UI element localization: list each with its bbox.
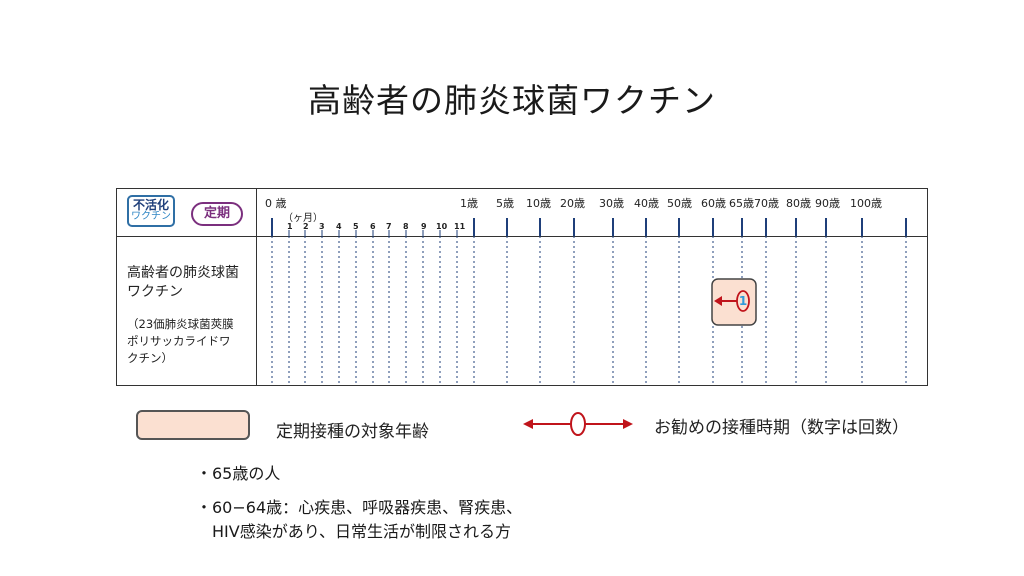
age-label-10: 10歳	[526, 197, 551, 210]
month-ticks	[288, 230, 458, 236]
age-label-50: 50歳	[667, 197, 692, 210]
legend-recommended-arrow	[523, 412, 633, 436]
vaccine-detail-line2: ポリサッカライドワ	[127, 334, 231, 348]
month-label-1: 1	[287, 222, 293, 231]
month-label-8: 8	[403, 222, 409, 231]
month-label-10: 10	[436, 222, 448, 231]
dotted-grid-lines	[271, 236, 907, 386]
dose-number: 1	[739, 294, 747, 308]
dose-marker	[736, 290, 750, 312]
inactive-vaccine-badge: 不活化 ワクチン	[127, 195, 175, 227]
month-label-5: 5	[353, 222, 359, 231]
recommended-arrow-head	[714, 296, 722, 306]
vaccine-name-line2: ワクチン	[127, 284, 183, 300]
age-label-1: 1歳	[460, 197, 478, 210]
vaccine-name-line1: 高齢者の肺炎球菌	[127, 265, 239, 281]
month-label-11: 11	[454, 222, 466, 231]
month-label-3: 3	[319, 222, 325, 231]
age-label-20: 20歳	[560, 197, 585, 210]
vaccine-name: 高齢者の肺炎球菌 ワクチン	[127, 264, 239, 302]
age-label-100: 100歳	[850, 197, 882, 210]
age-label-90: 90歳	[815, 197, 840, 210]
page-title: 高齢者の肺炎球菌ワクチン	[308, 81, 716, 120]
legend-target-swatch	[136, 410, 250, 440]
legend-target-label: 定期接種の対象年齢	[276, 422, 429, 442]
month-label-7: 7	[386, 222, 392, 231]
header-separator	[117, 236, 927, 237]
inactive-badge-bottom: ワクチン	[131, 210, 171, 222]
note-age-60-64: ・60−64歳：心疾患、呼吸器疾患、腎疾患、	[196, 498, 523, 517]
schedule-table: 不活化 ワクチン 定期 0 歳 1歳 5歳 10歳 20歳 30歳 40歳 50…	[116, 188, 928, 386]
vaccine-detail-line3: クチン）	[127, 351, 173, 365]
month-label-2: 2	[303, 222, 309, 231]
legend-recommended-label: お勧めの接種時期（数字は回数）	[654, 418, 909, 438]
age-label-80: 80歳	[786, 197, 811, 210]
inactive-badge-top: 不活化	[132, 198, 169, 212]
vaccine-detail-line1: （23価肺炎球菌莢膜	[127, 317, 234, 331]
age-label-40: 40歳	[634, 197, 659, 210]
age-label-70: 70歳	[754, 197, 779, 210]
month-label-6: 6	[370, 222, 376, 231]
schedule-grid: 1	[271, 218, 907, 386]
age-label-0: 0 歳	[265, 197, 287, 210]
vaccine-detail: （23価肺炎球菌莢膜 ポリサッカライドワ クチン）	[127, 316, 234, 367]
note-age-60-64-continued: HIV感染があり、日常生活が制限される方	[212, 522, 512, 541]
month-label-4: 4	[336, 222, 342, 231]
note-age-65: ・65歳の人	[196, 464, 281, 483]
month-label-9: 9	[421, 222, 427, 231]
periodic-badge: 定期	[191, 202, 243, 226]
months-unit-label: （ヶ月）	[283, 213, 323, 224]
age-label-30: 30歳	[599, 197, 624, 210]
age-label-5: 5歳	[496, 197, 514, 210]
eligibility-notes: ・65歳の人 ・60−64歳：心疾患、呼吸器疾患、腎疾患、 HIV感染があり、日…	[196, 462, 522, 544]
column-separator	[256, 189, 257, 385]
major-ticks	[271, 218, 907, 236]
age-label-60: 60歳	[701, 197, 726, 210]
age-label-65: 65歳	[729, 197, 754, 210]
